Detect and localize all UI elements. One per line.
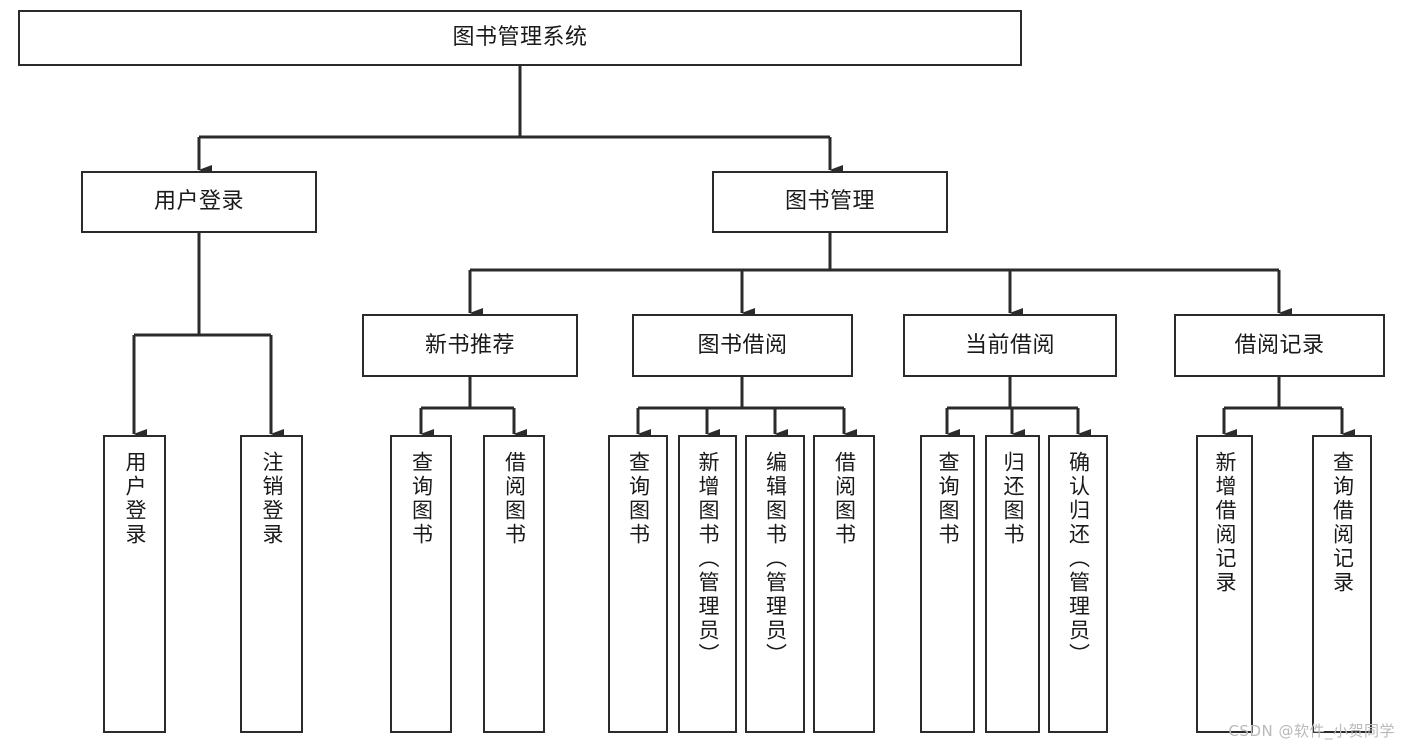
node-leaf-borrow-book-1[interactable]: 借阅图书: [483, 435, 545, 733]
node-leaf-confirm-return-label: 确认归还（管理员）: [1066, 451, 1091, 667]
node-leaf-query-book-2[interactable]: 查询图书: [608, 435, 668, 733]
node-user-login-label: 用户登录: [153, 189, 244, 215]
node-book-borrow-label: 图书借阅: [697, 332, 788, 358]
node-leaf-user-login-label: 用户登录: [123, 451, 147, 547]
node-leaf-edit-book-label: 编辑图书（管理员）: [763, 451, 788, 667]
node-leaf-query-book-2-label: 查询图书: [626, 451, 651, 547]
node-root-label: 图书管理系统: [452, 25, 588, 51]
node-new-book-rec-label: 新书推荐: [424, 332, 515, 358]
node-current-borrow[interactable]: 当前借阅: [903, 314, 1117, 377]
node-user-login[interactable]: 用户登录: [81, 171, 317, 233]
node-leaf-borrow-book-2[interactable]: 借阅图书: [813, 435, 875, 733]
node-leaf-confirm-return[interactable]: 确认归还（管理员）: [1048, 435, 1108, 733]
node-leaf-query-book-1[interactable]: 查询图书: [390, 435, 452, 733]
node-leaf-add-book[interactable]: 新增图书（管理员）: [678, 435, 737, 733]
node-leaf-edit-book[interactable]: 编辑图书（管理员）: [745, 435, 805, 733]
watermark-label: CSDN @软件_小贺同学: [1228, 722, 1395, 740]
node-leaf-return-book-label: 归还图书: [1001, 451, 1025, 547]
node-root[interactable]: 图书管理系统: [18, 10, 1022, 66]
node-leaf-add-record-label: 新增借阅记录: [1213, 451, 1237, 595]
node-leaf-query-book-3-label: 查询图书: [936, 451, 960, 547]
node-leaf-user-login[interactable]: 用户登录: [103, 435, 166, 733]
node-book-manage-label: 图书管理: [784, 189, 875, 215]
node-leaf-add-book-label: 新增图书（管理员）: [696, 451, 720, 667]
node-new-book-rec[interactable]: 新书推荐: [362, 314, 578, 377]
node-current-borrow-label: 当前借阅: [964, 332, 1055, 358]
node-leaf-add-record[interactable]: 新增借阅记录: [1196, 435, 1253, 733]
node-leaf-logout-label: 注销登录: [260, 451, 284, 547]
node-leaf-query-book-3[interactable]: 查询图书: [920, 435, 975, 733]
node-leaf-logout[interactable]: 注销登录: [240, 435, 303, 733]
node-book-borrow[interactable]: 图书借阅: [632, 314, 853, 377]
node-borrow-record[interactable]: 借阅记录: [1174, 314, 1385, 377]
node-leaf-query-book-1-label: 查询图书: [409, 451, 434, 547]
node-leaf-borrow-book-2-label: 借阅图书: [832, 451, 857, 547]
node-leaf-return-book[interactable]: 归还图书: [985, 435, 1040, 733]
node-borrow-record-label: 借阅记录: [1234, 332, 1325, 358]
node-leaf-query-record-label: 查询借阅记录: [1330, 451, 1355, 595]
node-book-manage[interactable]: 图书管理: [712, 171, 948, 233]
node-leaf-borrow-book-1-label: 借阅图书: [502, 451, 527, 547]
node-leaf-query-record[interactable]: 查询借阅记录: [1312, 435, 1372, 733]
